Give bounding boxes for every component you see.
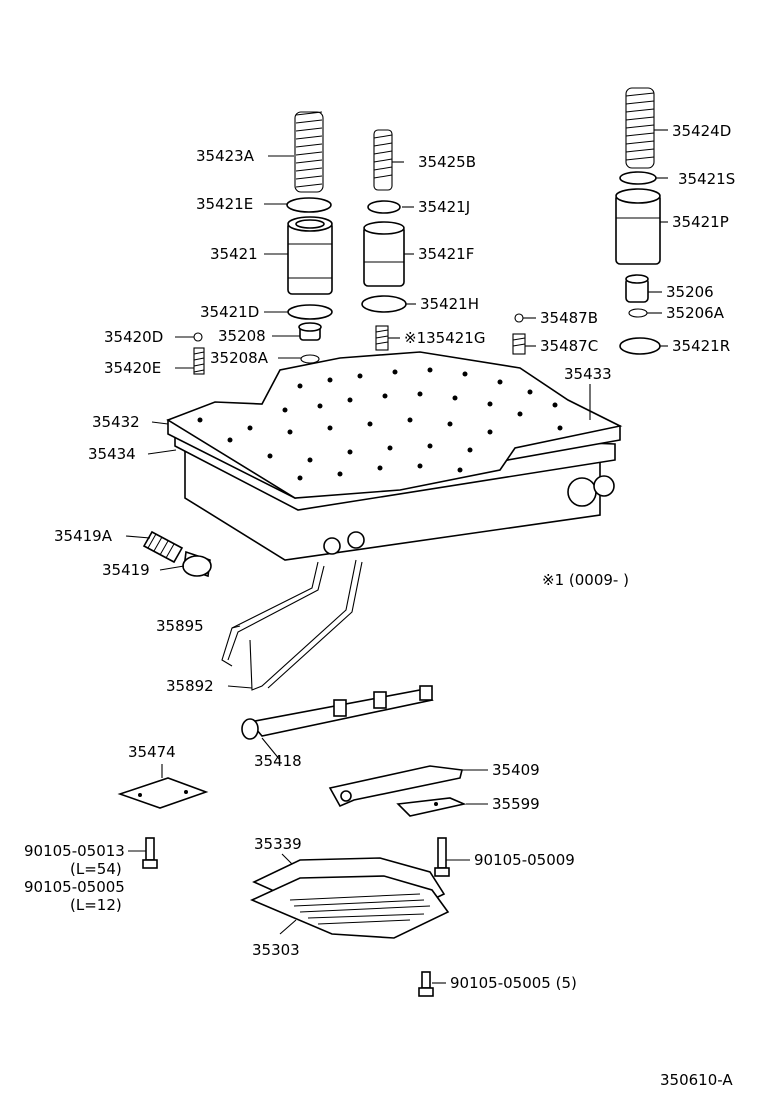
label-l54: (L=54) bbox=[70, 860, 122, 878]
label-35409: 35409 bbox=[492, 761, 540, 779]
label-35303: 35303 bbox=[252, 941, 300, 959]
clip-35206a bbox=[628, 308, 648, 318]
spring-35424d bbox=[625, 87, 655, 169]
label-35432: 35432 bbox=[92, 413, 140, 431]
ring-35421d bbox=[287, 304, 333, 320]
label-35420e: 35420E bbox=[104, 359, 161, 377]
label-note: ※1 (0009- ) bbox=[542, 571, 629, 589]
label-35208: 35208 bbox=[218, 327, 266, 345]
valve-35421f bbox=[363, 221, 405, 287]
label-bolt-05005b: 90105-05005 (5) bbox=[450, 974, 577, 992]
plate-holes bbox=[197, 367, 563, 481]
label-35487b: 35487B bbox=[540, 309, 598, 327]
label-35421r: 35421R bbox=[672, 337, 730, 355]
valve-35421p bbox=[615, 188, 661, 265]
ring-35421s bbox=[619, 171, 657, 185]
label-35421: 35421 bbox=[210, 245, 258, 263]
pipe-35895 bbox=[221, 561, 325, 667]
valve-35421 bbox=[287, 216, 333, 295]
label-bolt-05013: 90105-05013 bbox=[24, 842, 125, 860]
label-35895: 35895 bbox=[156, 617, 204, 635]
label-35433: 35433 bbox=[564, 365, 612, 383]
manual-valve-35418 bbox=[241, 685, 434, 740]
label-35421g: ※135421G bbox=[404, 329, 485, 347]
label-35425b: 35425B bbox=[418, 153, 476, 171]
label-l12: (L=12) bbox=[70, 896, 122, 914]
ring-35421h bbox=[361, 295, 407, 313]
spring-35419a bbox=[142, 530, 184, 564]
ring-35421e bbox=[286, 197, 332, 213]
label-35421e: 35421E bbox=[196, 195, 253, 213]
label-bolt-05005a: 90105-05005 bbox=[24, 878, 125, 896]
leader-lines bbox=[125, 129, 668, 984]
label-35421p: 35421P bbox=[672, 213, 729, 231]
label-35339: 35339 bbox=[254, 835, 302, 853]
spring-35423a bbox=[294, 111, 324, 193]
spring-35421g bbox=[375, 325, 389, 351]
label-35892: 35892 bbox=[166, 677, 214, 695]
housing-bosses bbox=[323, 475, 615, 555]
label-35424d: 35424D bbox=[672, 122, 731, 140]
ball-35487b bbox=[514, 313, 524, 323]
label-35419a: 35419A bbox=[54, 527, 113, 545]
ring-35421j bbox=[367, 200, 401, 214]
piston-35419 bbox=[182, 550, 212, 578]
label-35418: 35418 bbox=[254, 752, 302, 770]
label-bolt-05009: 90105-05009 bbox=[474, 851, 575, 869]
label-35420d: 35420D bbox=[104, 328, 163, 346]
plug-35206 bbox=[625, 274, 649, 303]
spring-35420e bbox=[193, 347, 205, 375]
label-35487c: 35487C bbox=[540, 337, 598, 355]
ball-35420d bbox=[193, 332, 203, 342]
label-35208a: 35208A bbox=[210, 349, 269, 367]
plate-35599 bbox=[396, 797, 467, 817]
plate-35474 bbox=[117, 777, 209, 809]
spring-35487c bbox=[512, 333, 526, 355]
label-35474: 35474 bbox=[128, 743, 176, 761]
bolt-90105-05013 bbox=[142, 837, 158, 869]
label-35421f: 35421F bbox=[418, 245, 474, 263]
label-35434: 35434 bbox=[88, 445, 136, 463]
plug-35208 bbox=[298, 322, 322, 341]
pipe-35892 bbox=[249, 559, 363, 691]
label-35421j: 35421J bbox=[418, 198, 470, 216]
ring-35421r bbox=[619, 337, 661, 355]
callout-labels: 35423A 35425B 35424D 35421S 35421E 35421… bbox=[24, 122, 735, 1089]
label-35206a: 35206A bbox=[666, 304, 725, 322]
bolt-90105-05005 bbox=[418, 971, 434, 997]
label-35419: 35419 bbox=[102, 561, 150, 579]
label-35421d: 35421D bbox=[200, 303, 259, 321]
label-35421s: 35421S bbox=[678, 170, 735, 188]
figure-number: 350610-A bbox=[660, 1071, 733, 1089]
bolt-90105-05009 bbox=[434, 837, 450, 877]
spring-35425b bbox=[373, 129, 393, 191]
label-35599: 35599 bbox=[492, 795, 540, 813]
label-35423a: 35423A bbox=[196, 147, 255, 165]
label-35206: 35206 bbox=[666, 283, 714, 301]
valve-body-assembly bbox=[166, 351, 623, 561]
plate-35433 bbox=[166, 351, 623, 499]
detent-spring-35409 bbox=[328, 765, 463, 808]
label-35421h: 35421H bbox=[420, 295, 479, 313]
strainer-35303 bbox=[250, 875, 450, 939]
clip-35208a bbox=[300, 354, 320, 364]
